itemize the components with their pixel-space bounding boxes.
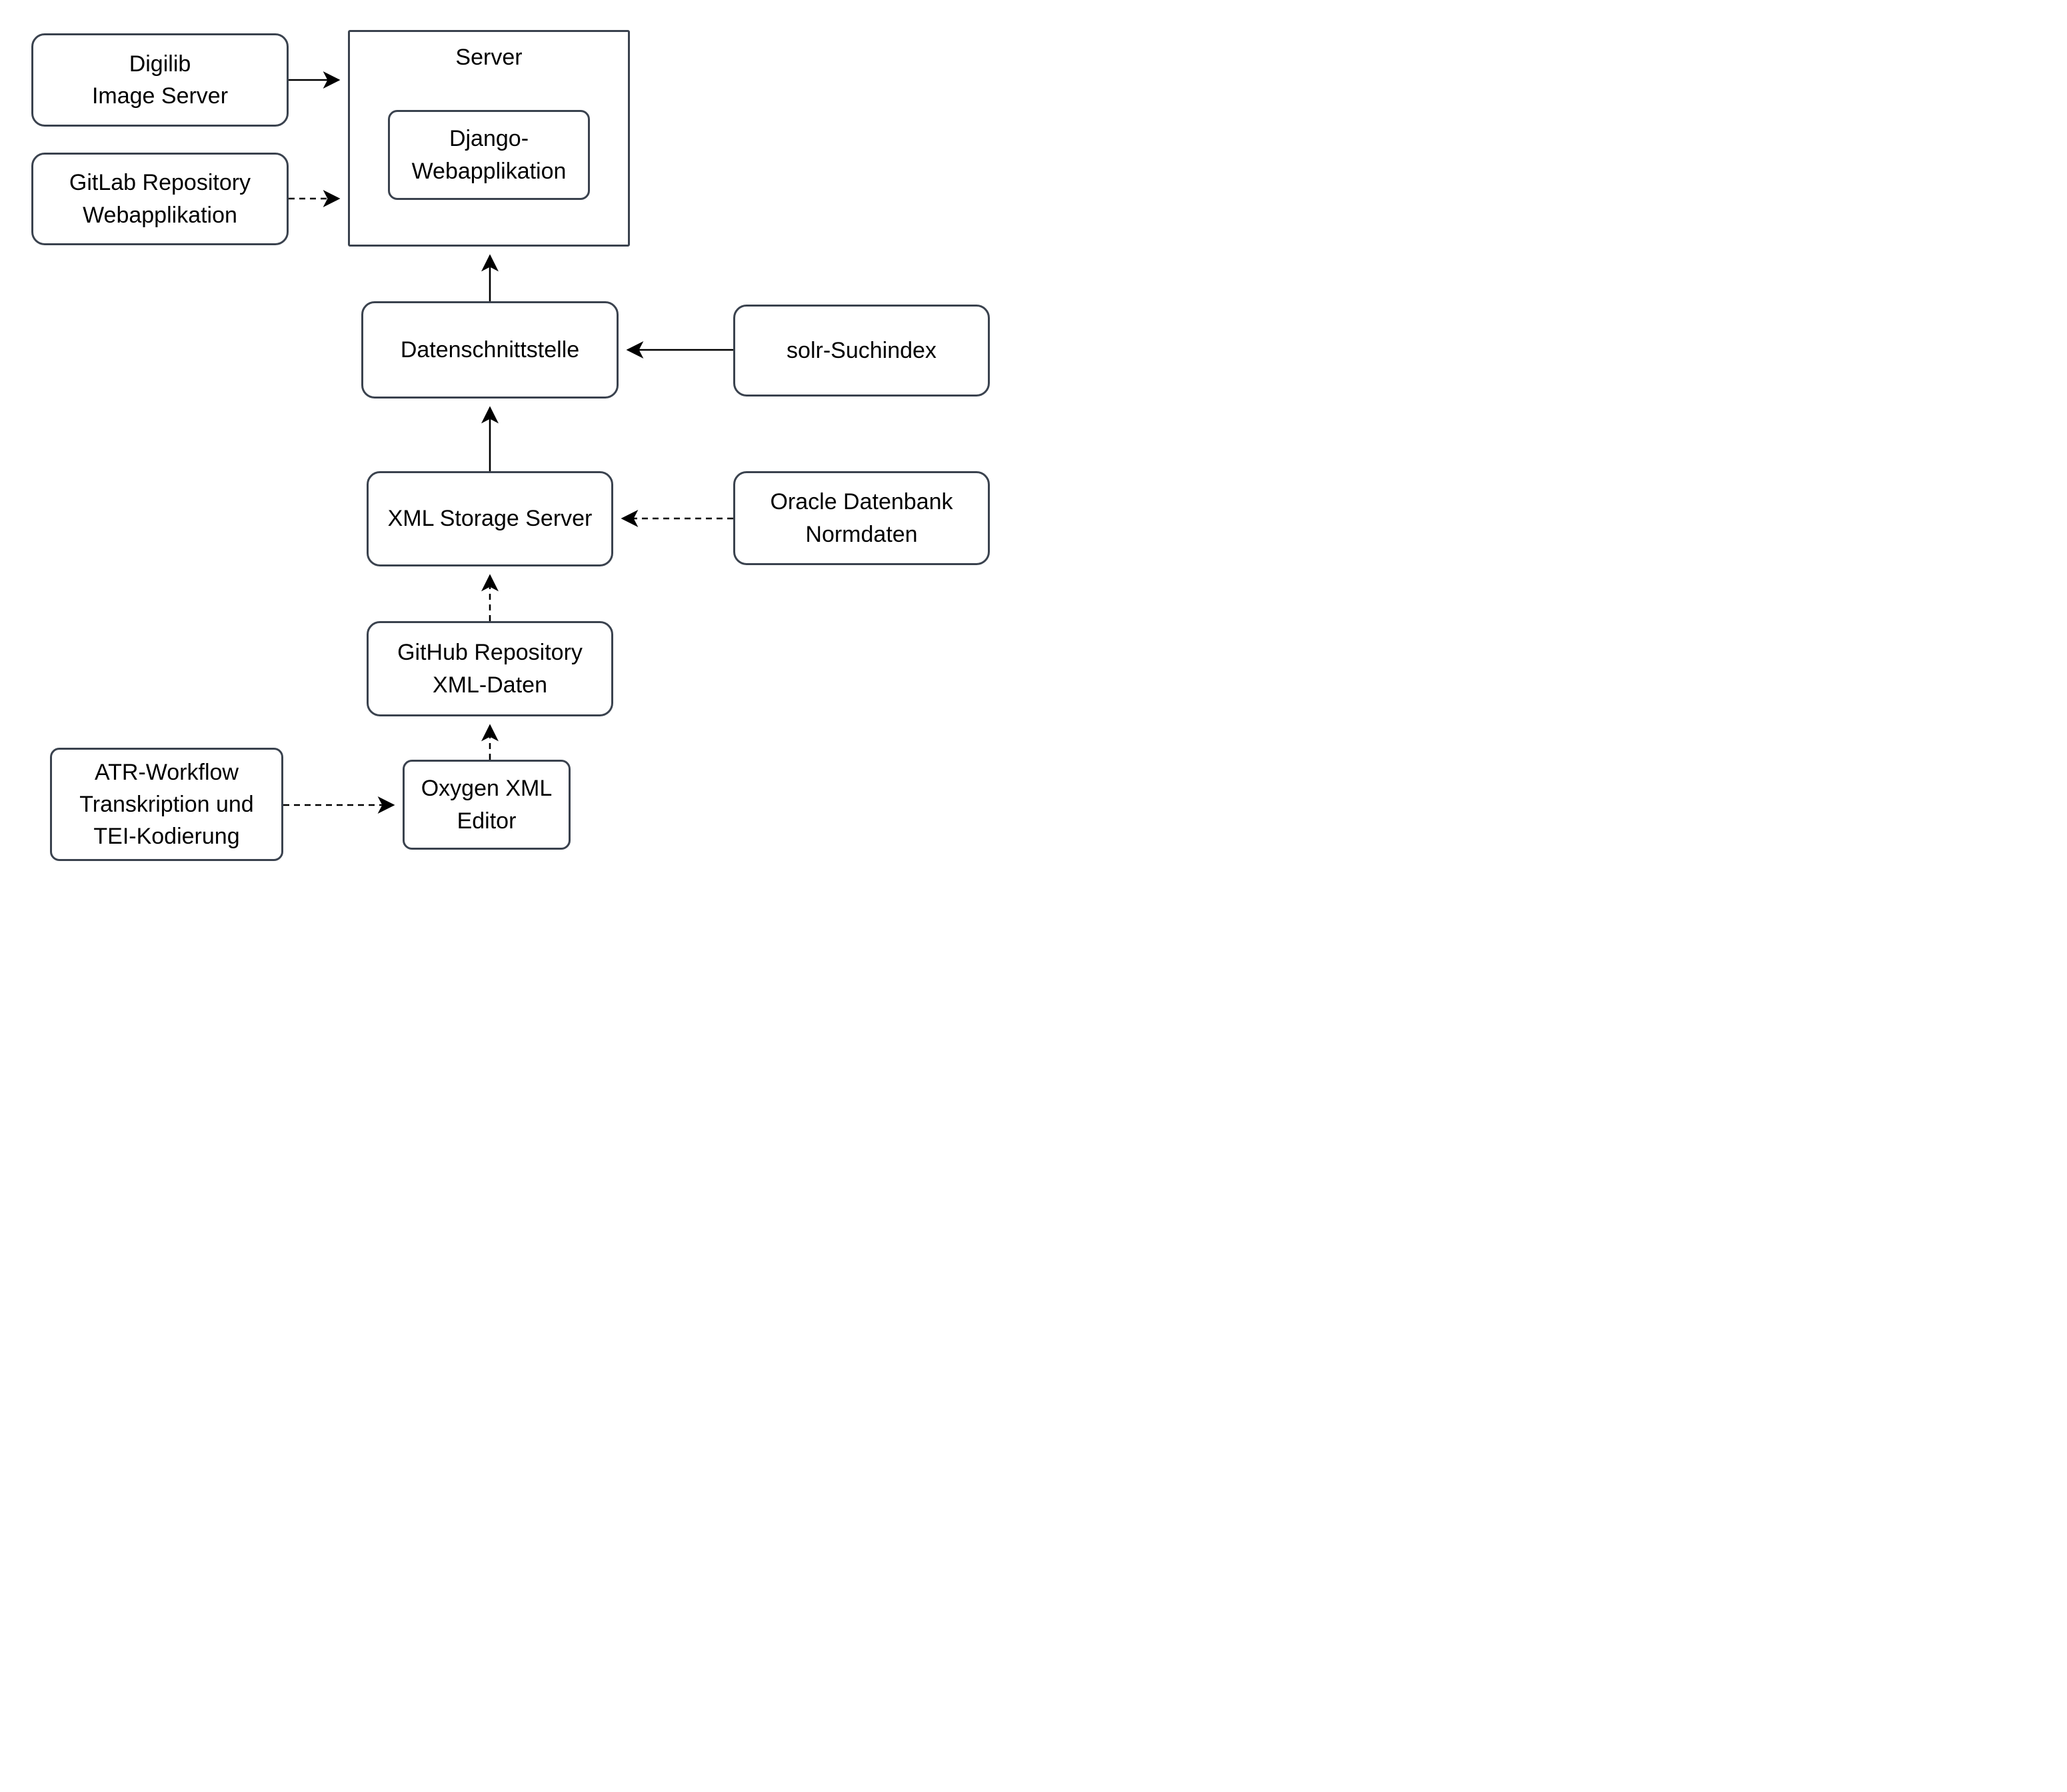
- node-label: Digilib: [129, 51, 191, 77]
- node-github-repository-xml-daten: GitHub Repository XML-Daten: [367, 621, 613, 716]
- node-label: Datenschnittstelle: [400, 337, 580, 363]
- node-label: Editor: [457, 808, 517, 834]
- node-oracle-datenbank-normdaten: Oracle Datenbank Normdaten: [733, 471, 990, 565]
- node-oxygen-xml-editor: Oxygen XML Editor: [403, 760, 571, 850]
- node-label: Transkription und: [79, 791, 254, 817]
- node-label: GitLab Repository: [69, 170, 251, 196]
- node-label: solr-Suchindex: [787, 337, 937, 363]
- node-label: ATR-Workflow: [95, 759, 239, 785]
- node-atr-workflow: ATR-Workflow Transkription und TEI-Kodie…: [50, 748, 283, 861]
- node-gitlab-repository-webapplikation: GitLab Repository Webapplikation: [31, 153, 289, 245]
- node-solr-suchindex: solr-Suchindex: [733, 305, 990, 397]
- node-label: Oracle Datenbank: [770, 489, 953, 515]
- node-label: Webapplikation: [411, 158, 567, 184]
- node-label: Image Server: [91, 83, 229, 109]
- node-digilib-image-server: Digilib Image Server: [31, 33, 289, 127]
- node-label: XML-Daten: [433, 672, 547, 698]
- node-xml-storage-server: XML Storage Server: [367, 471, 613, 566]
- node-label: Oxygen XML: [421, 776, 553, 802]
- node-label: GitHub Repository: [397, 640, 583, 666]
- node-label: Webapplikation: [83, 202, 237, 228]
- node-label: Normdaten: [805, 521, 918, 547]
- node-django-webapplikation: Django- Webapplikation: [388, 110, 590, 200]
- node-label: XML Storage Server: [387, 506, 593, 532]
- node-title: Server: [455, 45, 523, 70]
- architecture-diagram: Digilib Image Server GitLab Repository W…: [0, 0, 1034, 896]
- node-label: Django-: [449, 126, 529, 152]
- node-datenschnittstelle: Datenschnittstelle: [361, 301, 619, 399]
- node-label: TEI-Kodierung: [93, 824, 240, 850]
